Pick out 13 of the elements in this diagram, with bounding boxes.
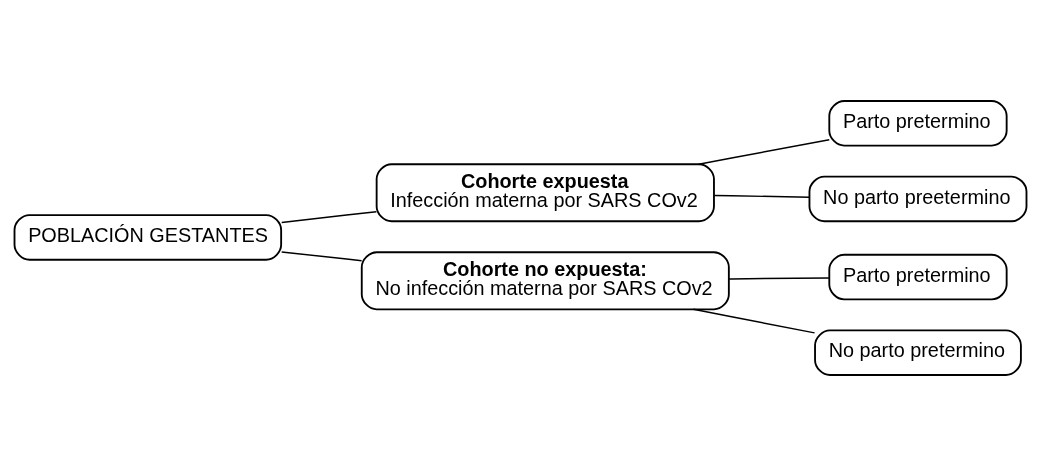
node-box: Parto pretermino bbox=[828, 253, 1008, 300]
node-box: Cohorte no expuesta: No infección materna por SARS COv2 bbox=[360, 250, 730, 310]
connector bbox=[692, 308, 816, 334]
node-box: No parto pretermino bbox=[814, 328, 1022, 376]
node-box: Cohorte expuesta Infección materna por SARS COv2 bbox=[375, 162, 715, 222]
connector bbox=[728, 276, 830, 280]
node-box: Parto pretermino bbox=[828, 99, 1008, 147]
connector bbox=[280, 210, 378, 223]
connector bbox=[280, 250, 363, 261]
node-box: POBLACIÓN GESTANTES bbox=[13, 213, 283, 261]
node-box: No parto preetermino bbox=[808, 175, 1028, 222]
connector bbox=[713, 194, 811, 198]
connector bbox=[697, 138, 830, 165]
